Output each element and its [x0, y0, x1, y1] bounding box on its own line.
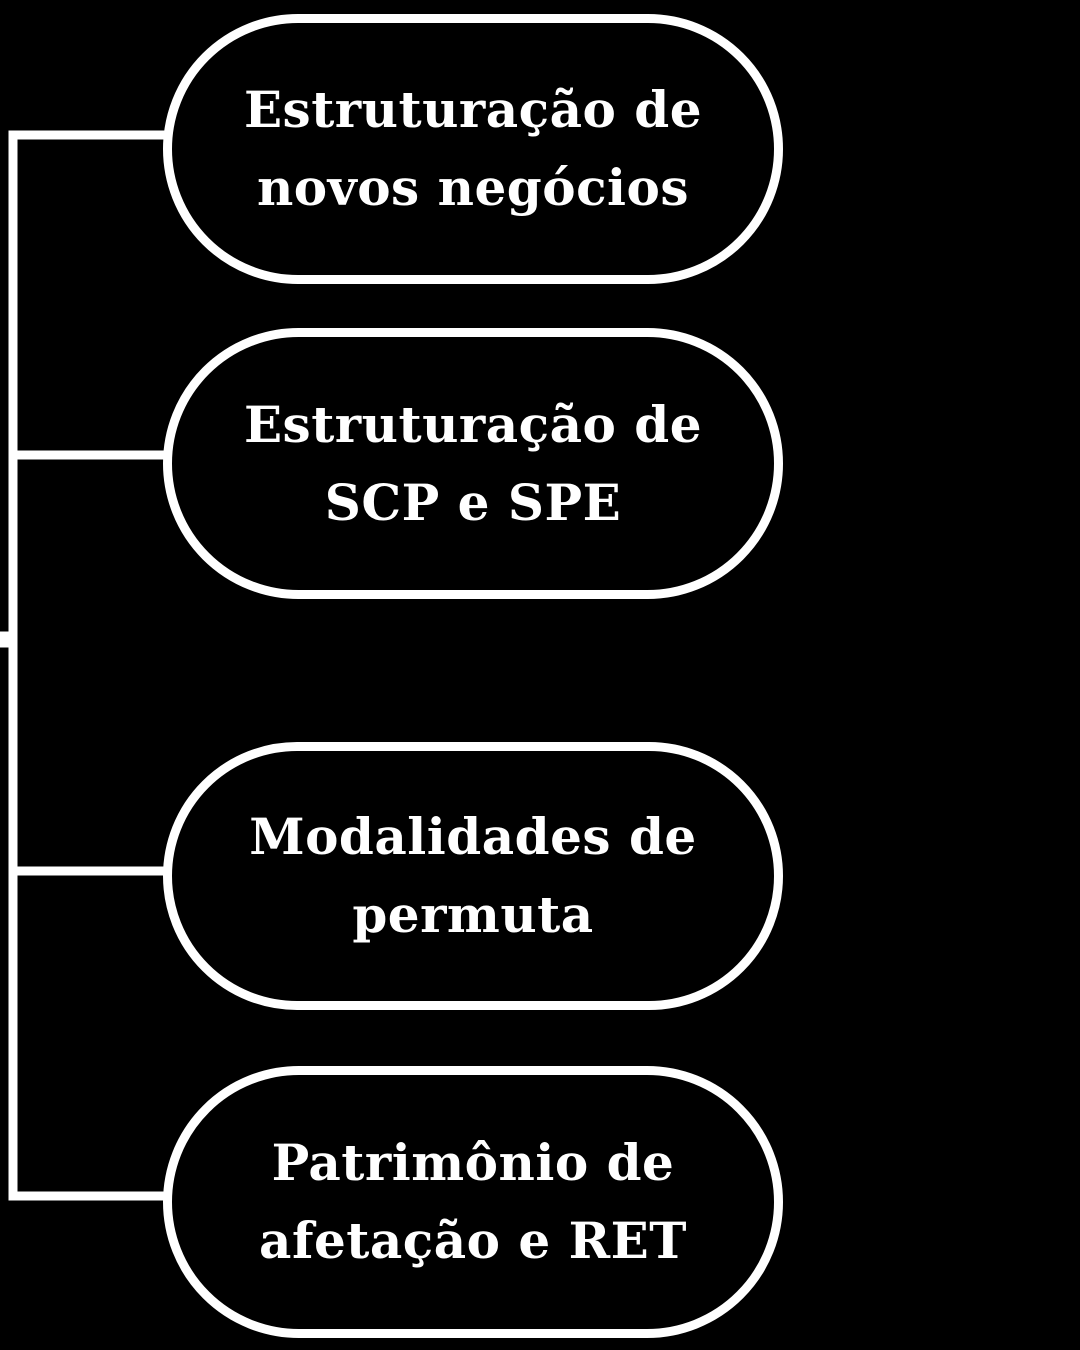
node-label: Modalidades de permuta [249, 807, 697, 944]
node-estruturacao-scp-spe: Estruturação de SCP e SPE [163, 328, 783, 599]
node-label: Patrimônio de afetação e RET [259, 1133, 687, 1270]
upper-bracket-line [8, 130, 170, 460]
upper-stub-line [0, 450, 18, 641]
lower-bracket-line [0, 638, 170, 1201]
node-label: Estruturação de SCP e SPE [243, 394, 703, 532]
node-estruturacao-novos-negocios: Estruturação de novos negócios [163, 14, 783, 284]
node-label: Estruturação de novos negócios [243, 80, 703, 217]
node-modalidades-permuta: Modalidades de permuta [163, 742, 783, 1010]
node-patrimonio-afetacao-ret: Patrimônio de afetação e RET [163, 1066, 783, 1338]
